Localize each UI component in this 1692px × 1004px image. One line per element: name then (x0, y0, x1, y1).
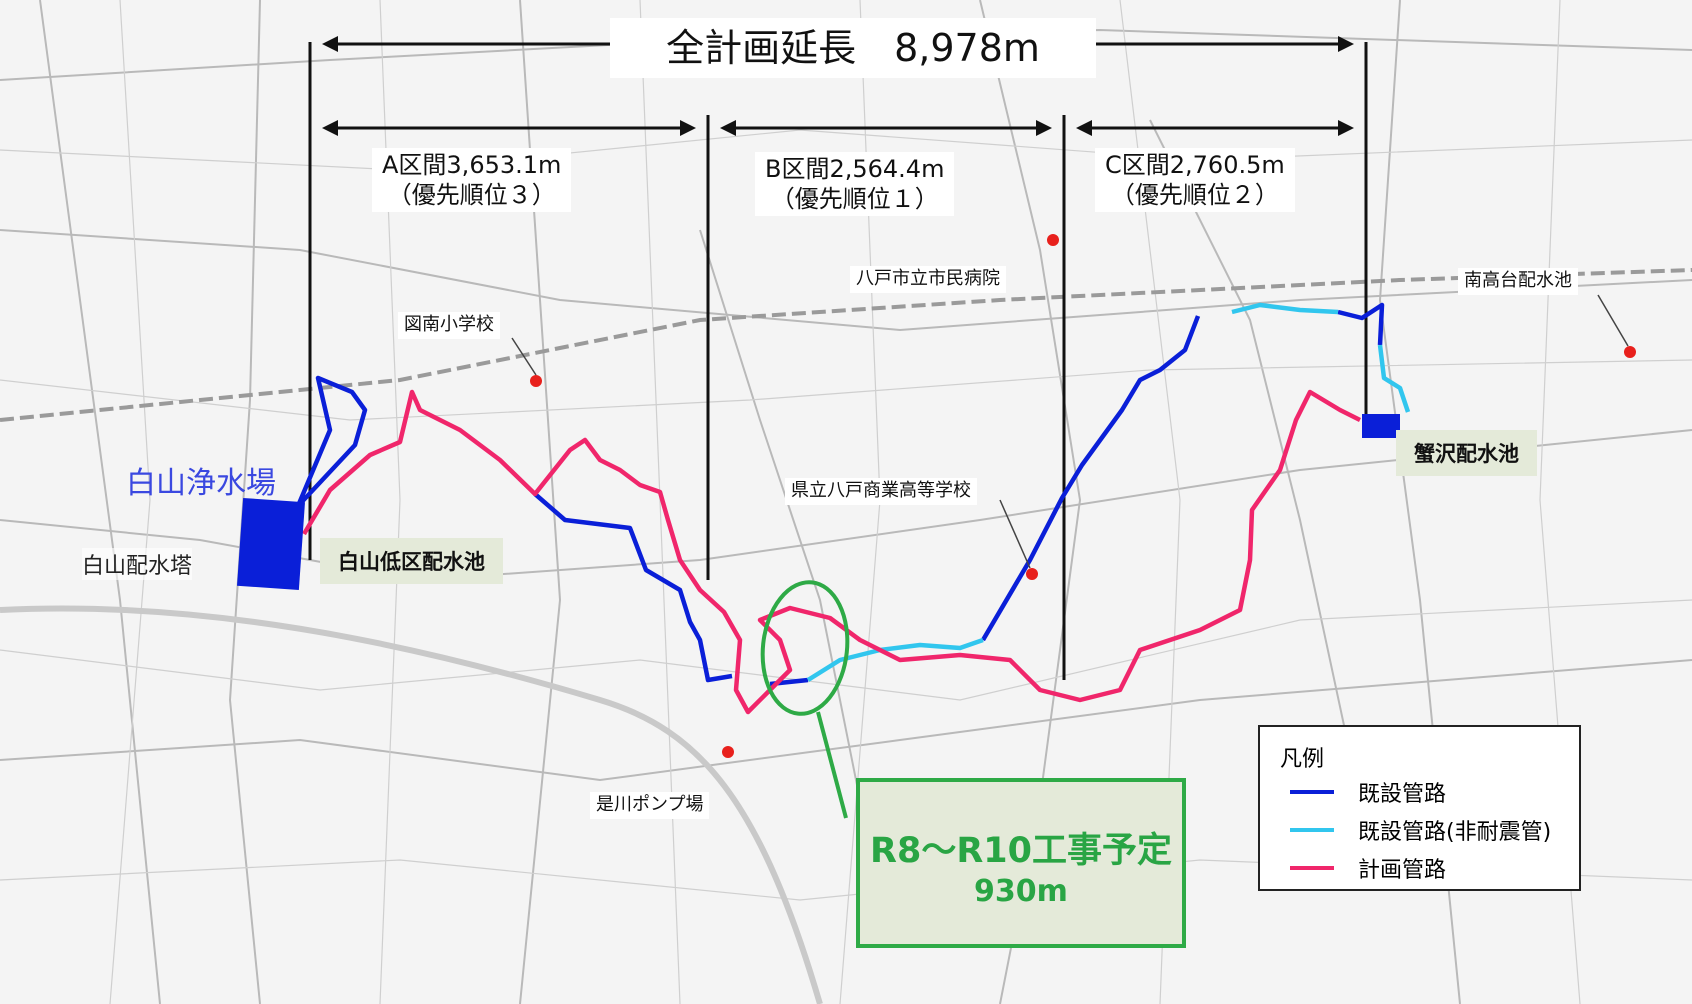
existing-pipe-d (1337, 302, 1385, 346)
hakusan-tower-label: 白山配水塔 (82, 548, 193, 580)
section-b-length: B区間2,564.4m (765, 155, 945, 183)
construction-highlight-ellipse (760, 580, 850, 716)
legend-label-existing: 既設管路 (1358, 782, 1447, 807)
korekawa-pump-label: 是川ポンプ場 (590, 792, 710, 819)
non-seismic-pipe-d (1377, 344, 1411, 413)
kanisawa-reservoir-marker (1362, 414, 1400, 438)
minami-kodai-reservoir-label: 南高台配水池 (1458, 268, 1578, 295)
section-b-priority: （優先順位１） (770, 185, 939, 213)
section-c-label: C区間2,760.5m （優先順位２） (1095, 148, 1295, 212)
tonan-school-label: 図南小学校 (398, 312, 500, 339)
kanisawa-reservoir-label: 蟹沢配水池 (1396, 430, 1537, 476)
existing-pipelines (295, 302, 1385, 687)
legend: 凡例 既設管路 既設管路(非耐震管) 計画管路 (1258, 725, 1581, 891)
facility-dots (530, 234, 1636, 758)
legend-item-existing: 既設管路 (1290, 777, 1446, 807)
commercial-school-label: 県立八戸商業高等学校 (785, 478, 977, 505)
section-a-label: A区間3,653.1m （優先順位３） (372, 148, 572, 212)
dimension-lines (308, 42, 1368, 680)
legend-item-planned: 計画管路 (1290, 853, 1446, 883)
existing-non-seismic-pipelines (806, 302, 1411, 682)
section-a-priority: （優先順位３） (387, 181, 556, 209)
hakusan-low-reservoir-marker (237, 497, 305, 591)
legend-swatch-existing (1290, 790, 1334, 794)
legend-swatch-non-seismic (1290, 828, 1334, 832)
construction-period: R8～R10工事予定 (870, 831, 1172, 871)
construction-plan-box: R8～R10工事予定 930m (856, 778, 1186, 948)
legend-item-non-seismic: 既設管路(非耐震管) (1290, 815, 1551, 845)
section-c-priority: （優先順位２） (1110, 181, 1279, 209)
legend-label-non-seismic: 既設管路(非耐震管) (1358, 820, 1552, 845)
section-b-label: B区間2,564.4m （優先順位１） (755, 152, 955, 216)
city-hospital-label: 八戸市立市民病院 (850, 266, 1006, 293)
river (0, 605, 823, 1004)
existing-pipe-c (981, 315, 1201, 642)
section-a-length: A区間3,653.1m (382, 151, 562, 179)
construction-callout-line (816, 711, 848, 819)
dimension-arrowheads (322, 36, 1354, 136)
non-seismic-pipe-c (1231, 302, 1339, 315)
existing-pipe-hakusan (295, 375, 368, 508)
hakusan-low-reservoir-label: 白山低区配水池 (320, 538, 503, 584)
existing-pipe-a (533, 492, 733, 683)
legend-swatch-planned (1290, 866, 1334, 870)
hakusan-plant-label: 白山浄水場 (126, 466, 276, 501)
leader-lines (511, 294, 1629, 569)
legend-label-planned: 計画管路 (1358, 858, 1447, 883)
legend-title: 凡例 (1280, 747, 1325, 772)
total-length-label: 全計画延長 8,978m (610, 18, 1096, 78)
construction-length: 930m (974, 874, 1068, 909)
section-c-length: C区間2,760.5m (1105, 151, 1285, 179)
non-seismic-pipe-b (806, 637, 984, 682)
